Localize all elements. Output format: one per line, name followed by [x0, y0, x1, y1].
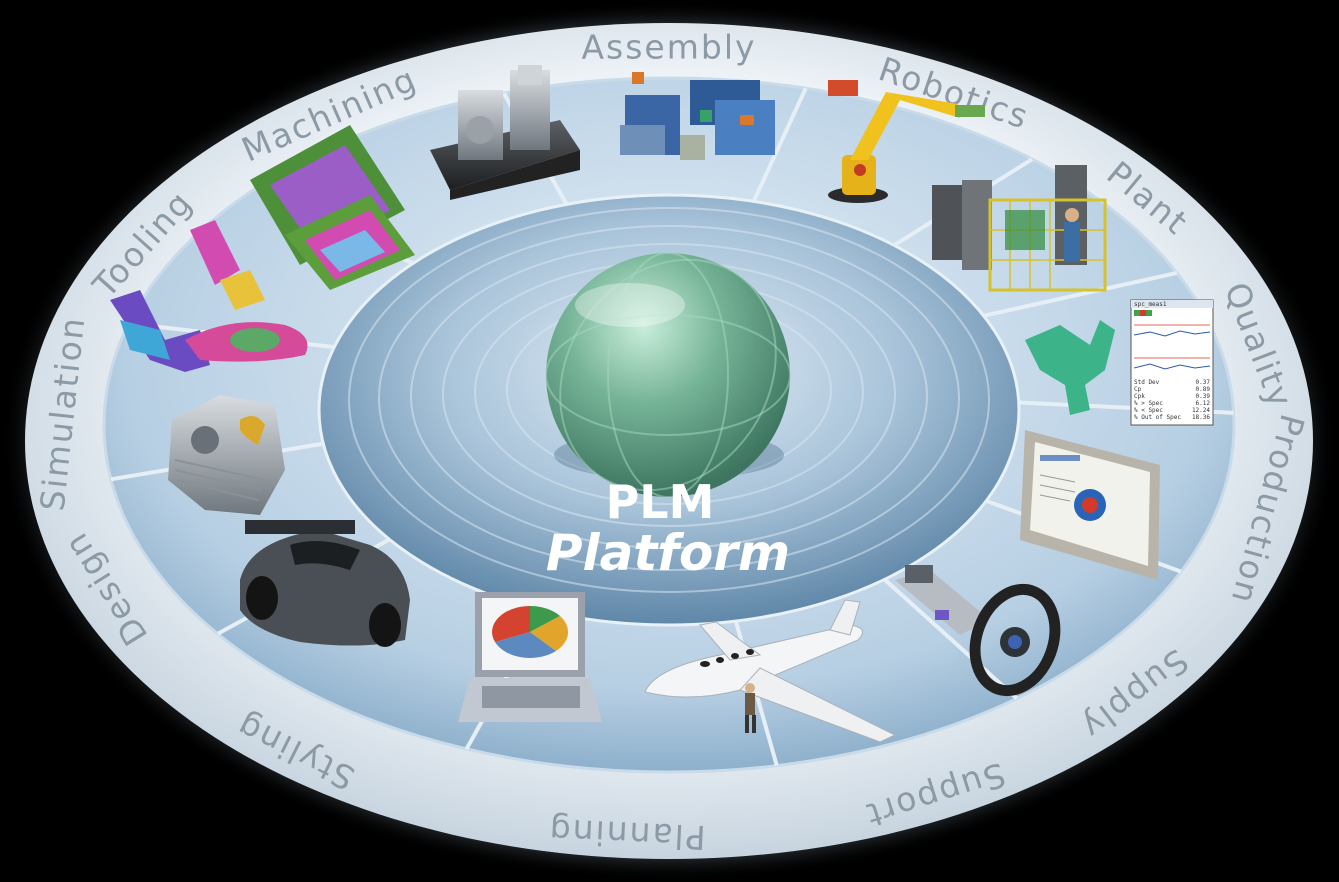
engine-block-icon: [168, 395, 285, 515]
segment-label-assembly: Assembly: [581, 28, 756, 67]
platform-sphere-icon: [545, 252, 791, 498]
segment-divider: [751, 87, 808, 203]
center-title-line2: Platform: [546, 524, 790, 582]
plant-cell-icon: [932, 165, 1107, 292]
quality-stat-label: Cp: [1134, 386, 1142, 393]
quality-stat-value: 0.89: [1196, 386, 1211, 393]
quality-stat-label: Cpk: [1134, 393, 1145, 400]
quality-stat-value: 12.24: [1192, 407, 1210, 414]
quality-stat-value: 18.36: [1192, 414, 1210, 421]
robot-arm-icon: [828, 80, 985, 203]
control-monitor-icon: [1020, 430, 1160, 580]
business-jet-icon: [644, 599, 897, 743]
quality-stat-label: % Out of Spec: [1134, 414, 1181, 421]
quality-stat-value: 0.37: [1196, 379, 1211, 386]
quality-sheet-title: spc_meas1: [1134, 301, 1167, 308]
quality-stat-label: % < Spec: [1134, 407, 1163, 414]
segment-divider: [883, 577, 1019, 700]
simulated-part-icon: [110, 220, 308, 372]
sports-car-icon: [240, 520, 410, 647]
quality-stat-label: Std Dev: [1134, 379, 1160, 386]
quality-stat-value: 6.12: [1196, 400, 1211, 407]
assembly-line-icon: [620, 72, 775, 160]
quality-stat-label: % > Spec: [1134, 400, 1163, 407]
center-title-line1: PLM: [606, 475, 715, 529]
cnc-machine-icon: [430, 65, 580, 200]
segment-label-planning: Planning: [547, 811, 707, 857]
quality-stat-value: 0.39: [1196, 393, 1211, 400]
steering-assembly-icon: [895, 565, 1061, 697]
segment-divider: [983, 270, 1178, 318]
mold-tool-icon: [250, 125, 415, 290]
laptop-pie-chart-icon: [458, 592, 602, 722]
